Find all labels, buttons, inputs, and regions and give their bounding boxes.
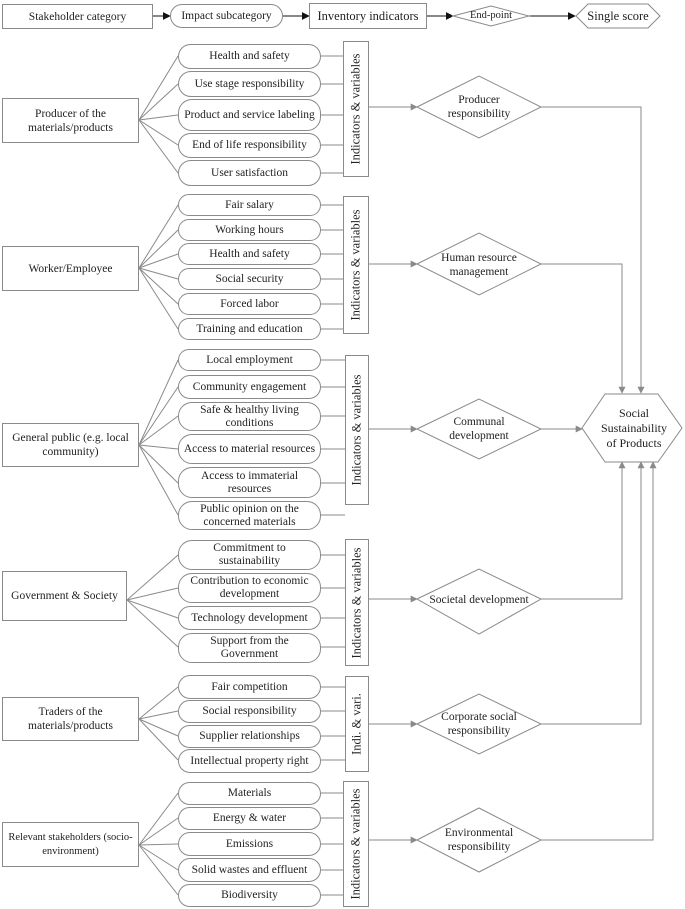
- subcategory-intellectual-property: Intellectual property right: [178, 749, 321, 773]
- subcategory-commitment-sustainability: Commitment to sustainability: [178, 540, 321, 570]
- endpoint-diamond-2: [415, 232, 543, 296]
- subcategory-community-engagement: Community engagement: [178, 375, 321, 399]
- header-end-point: End-point: [470, 10, 512, 21]
- endpoint-diamond-3: [415, 398, 543, 460]
- indicators-label-4: Indicators & variables: [349, 546, 364, 659]
- header-endpoint-diamond: [451, 5, 531, 27]
- endpoint-diamond-4: [415, 568, 543, 635]
- header-impact-subcategory: Impact subcategory: [170, 4, 283, 28]
- endpoint-diamond-1: [415, 75, 543, 139]
- stakeholder-general-public: General public (e.g. local community): [2, 423, 139, 467]
- subcategory-access-immaterial-resources: Access to immaterial resources: [178, 467, 321, 498]
- stakeholder-traders: Traders of the materials/products: [2, 697, 139, 741]
- header-single-score-hexagon: [575, 3, 661, 29]
- subcategory-health-safety-producer: Health and safety: [178, 44, 321, 69]
- indicators-box-4: Indicators & variables: [345, 539, 369, 666]
- endpoint-communal-development: Communal development: [449, 416, 509, 442]
- indicators-label-6: Indicators & variables: [348, 788, 363, 900]
- group-4-connectors: [126, 461, 626, 648]
- subcategory-solid-wastes-effluent: Solid wastes and effluent: [178, 858, 321, 882]
- header-single-score: Single score: [587, 9, 649, 23]
- subcategory-safe-healthy-living: Safe & healthy living conditions: [178, 402, 321, 431]
- subcategory-user-satisfaction: User satisfaction: [178, 160, 321, 186]
- indicators-label-5: Indi. & vari.: [349, 693, 364, 755]
- endpoint-diamond-5: [415, 693, 543, 755]
- final-hexagon: [581, 393, 683, 463]
- endpoint-producer-responsibility: Producer responsibility: [447, 94, 511, 120]
- subcategory-technology-development: Technology development: [178, 606, 321, 630]
- indicators-label-3: Indicators & variables: [349, 374, 364, 486]
- subcategory-forced-labor: Forced labor: [178, 293, 321, 315]
- subcategory-contribution-economic: Contribution to economic development: [178, 573, 321, 603]
- stakeholder-worker-employee: Worker/Employee: [2, 246, 139, 291]
- group-2-connectors: [138, 204, 626, 394]
- indicators-box-2: Indicators & variables: [343, 196, 369, 334]
- subcategory-biodiversity: Biodiversity: [178, 884, 321, 907]
- subcategory-fair-competition: Fair competition: [178, 675, 321, 699]
- subcategory-social-responsibility: Social responsibility: [178, 700, 321, 723]
- subcategory-energy-water: Energy & water: [178, 807, 321, 830]
- subcategory-end-of-life-responsibility: End of life responsibility: [178, 133, 321, 158]
- header-inventory-indicators: Inventory indicators: [309, 3, 427, 29]
- subcategory-local-employment: Local employment: [178, 349, 321, 371]
- subcategory-supplier-relationships: Supplier relationships: [178, 725, 321, 748]
- endpoint-diamond-6: [415, 807, 543, 873]
- subcategory-health-safety-worker: Health and safety: [178, 243, 321, 265]
- indicators-box-1: Indicators & variables: [343, 41, 369, 177]
- group-6-connectors: [138, 461, 657, 896]
- endpoint-environmental-responsibility: Environmental responsibility: [444, 827, 514, 853]
- subcategory-social-security: Social security: [178, 268, 321, 290]
- subcategory-fair-salary: Fair salary: [178, 194, 321, 216]
- final-social-sustainability: Social Sustainability of Products: [601, 405, 667, 450]
- group-5-connectors: [138, 461, 645, 761]
- indicators-label-1: Indicators & variables: [348, 53, 363, 165]
- stakeholder-government-society: Government & Society: [2, 571, 127, 621]
- stakeholder-producer: Producer of the materials/products: [2, 98, 139, 143]
- subcategory-public-opinion: Public opinion on the concerned material…: [178, 501, 321, 530]
- indicators-box-3: Indicators & variables: [345, 355, 369, 505]
- subcategory-use-stage-responsibility: Use stage responsibility: [178, 71, 321, 97]
- endpoint-human-resource-management: Human resource management: [441, 252, 517, 278]
- group-3-connectors: [138, 359, 583, 516]
- group-1-connectors: [138, 55, 645, 394]
- indicators-box-6: Indicators & variables: [343, 781, 369, 907]
- subcategory-materials: Materials: [178, 782, 321, 805]
- indicators-label-2: Indicators & variables: [348, 209, 363, 321]
- subcategory-training-education: Training and education: [178, 318, 321, 340]
- subcategory-access-material-resources: Access to material resources: [178, 434, 321, 464]
- endpoint-societal-development: Societal development: [429, 594, 529, 606]
- subcategory-support-government: Support from the Government: [178, 633, 321, 663]
- indicators-box-5: Indi. & vari.: [345, 676, 369, 772]
- subcategory-working-hours: Working hours: [178, 219, 321, 241]
- subcategory-product-service-labeling: Product and service labeling: [178, 99, 321, 131]
- subcategory-emissions: Emissions: [178, 832, 321, 856]
- stakeholder-relevant-stakeholders: Relevant stakeholders (socio-environment…: [2, 822, 139, 867]
- endpoint-corporate-social-responsibility: Corporate social responsibility: [441, 711, 517, 737]
- header-stakeholder-category: Stakeholder category: [2, 4, 153, 29]
